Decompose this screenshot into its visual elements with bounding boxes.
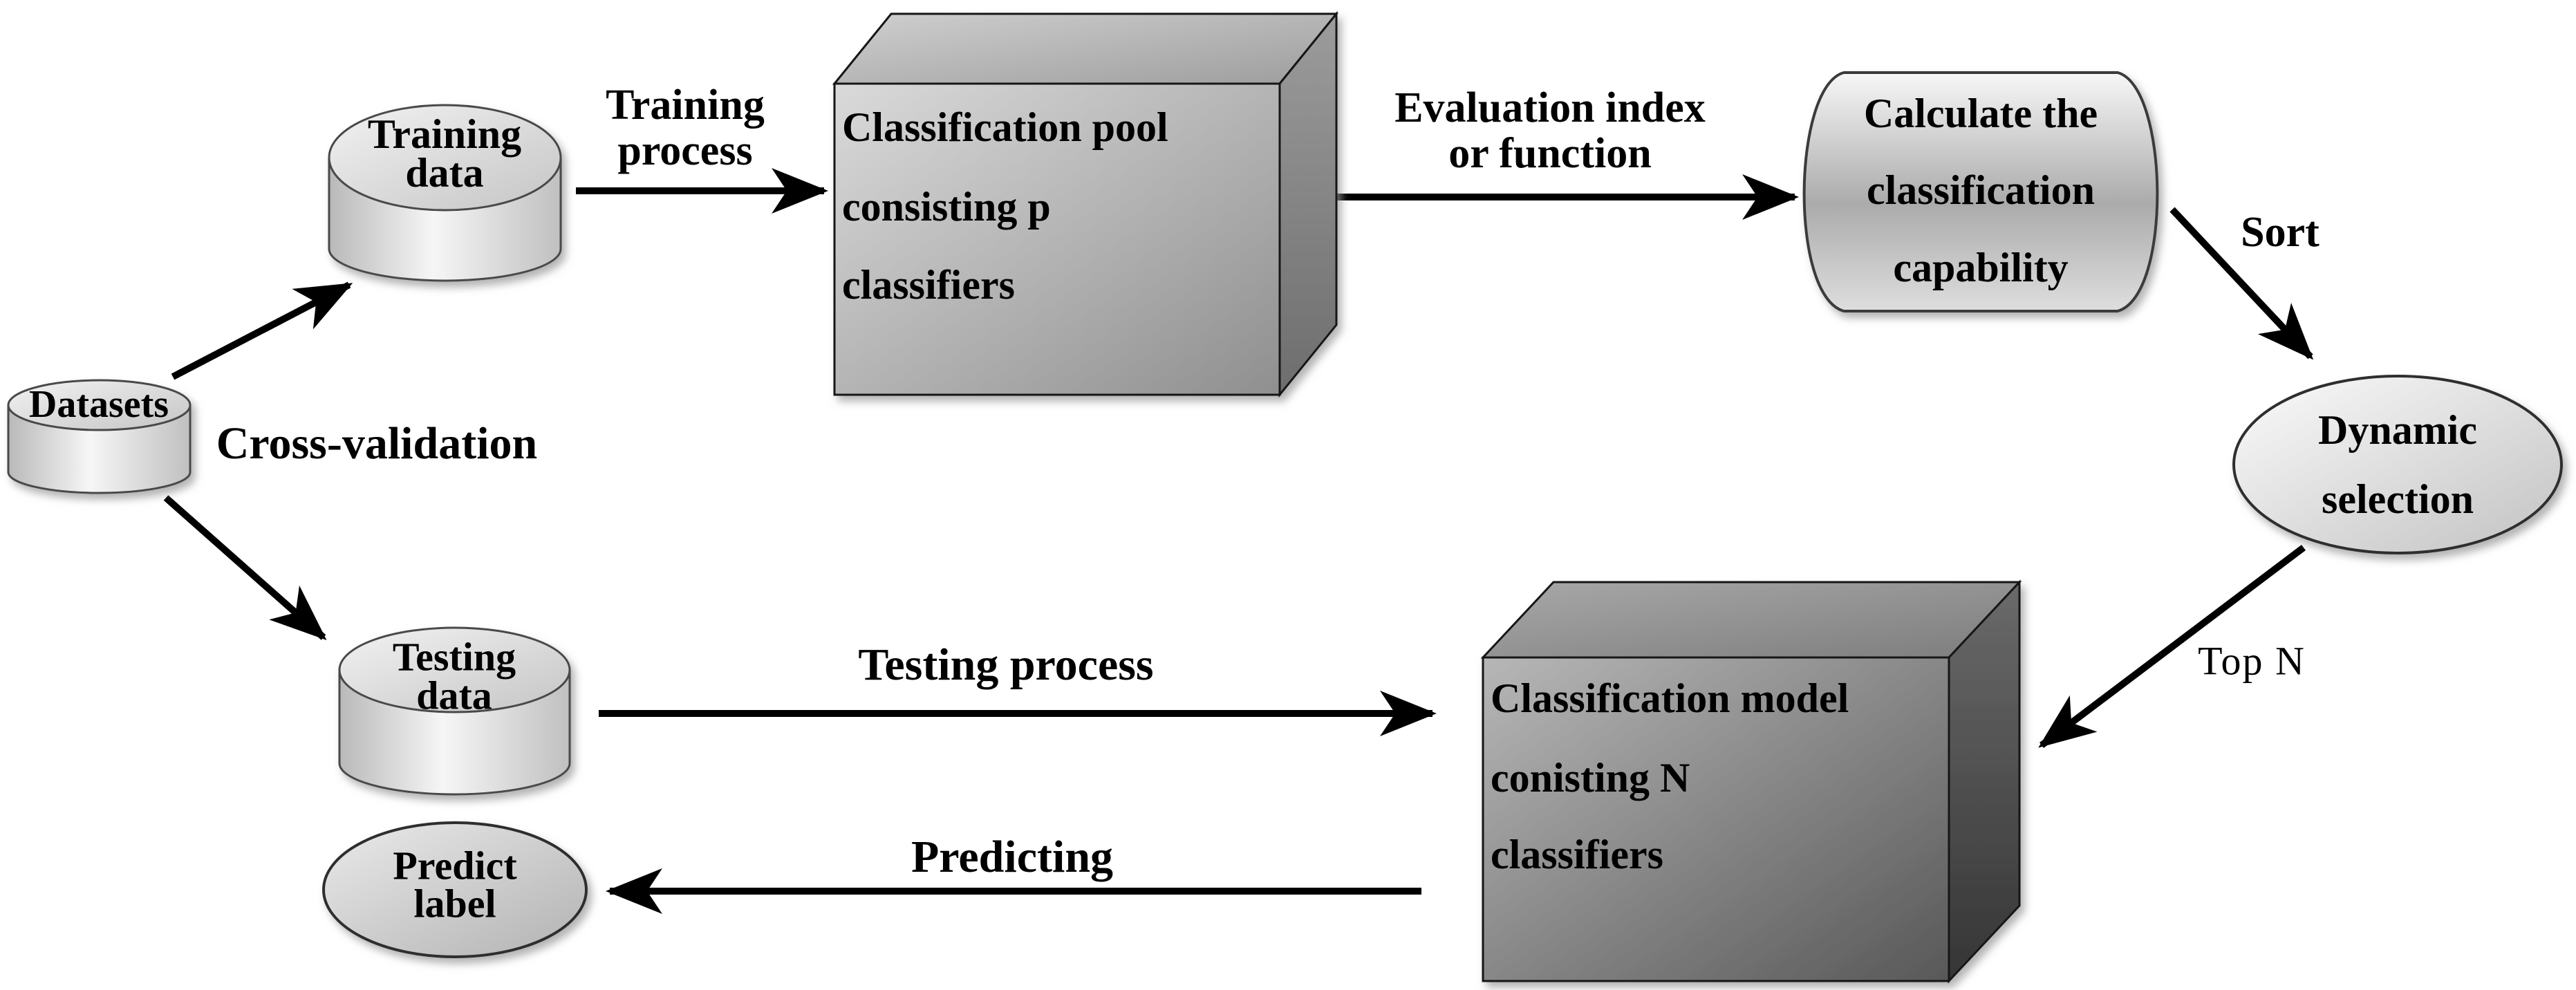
predict-label-line2: label <box>413 881 496 926</box>
calculate-capability-line1: Calculate the <box>1864 91 2098 136</box>
classification-pool-box-front-face <box>833 82 1281 396</box>
predict-label-shape <box>322 821 588 958</box>
arrow-datasets-to-training <box>171 281 353 380</box>
classification-model-box-top-face <box>1480 581 2022 659</box>
dynamic-selection-line1: Dynamic <box>2318 407 2477 453</box>
calculate-capability-line2: classification <box>1867 167 2095 213</box>
training-process-label-line1: Training <box>606 82 765 129</box>
arrow-top-n <box>2038 545 2306 748</box>
testing-data-label-line1: Testing <box>393 634 516 679</box>
classification-model-line1: Classification model <box>1491 675 1849 721</box>
predict-label-ellipse: Predict label <box>322 821 588 958</box>
testing-process-label: Testing process <box>858 639 1153 690</box>
testing-data-cylinder: Testing data <box>338 626 571 796</box>
dynamic-selection-ellipse: Dynamic selection <box>2232 375 2563 554</box>
classification-pool-line3: classifiers <box>842 262 1015 308</box>
cross-validation-label: Cross-validation <box>216 418 538 469</box>
testing-data-cylinder-top <box>338 626 571 713</box>
evaluation-label-line1: Evaluation index <box>1394 84 1706 131</box>
predicting-label: Predicting <box>911 832 1113 882</box>
training-process-label-line2: process <box>617 127 752 174</box>
top-n-label: Top N <box>2198 638 2306 683</box>
training-data-cylinder-top <box>328 104 562 212</box>
predict-label-line1: Predict <box>393 843 517 888</box>
classification-pool-line1: Classification pool <box>842 104 1168 150</box>
calculate-capability-shape <box>1802 71 2159 312</box>
classification-pool-box-top-face <box>832 12 1339 85</box>
classification-model-line2: conisting N <box>1491 755 1690 801</box>
arrow-datasets-to-testing <box>163 495 327 640</box>
training-data-cylinder: Training data <box>328 104 562 282</box>
classification-model-line3: classifiers <box>1491 832 1663 877</box>
classification-model-box-front-face <box>1482 656 1950 982</box>
evaluation-label-line2: or function <box>1448 130 1651 177</box>
datasets-cylinder-top <box>7 379 192 431</box>
classification-pool-box: Classification pool consisting p classif… <box>832 10 1339 398</box>
datasets-cylinder: Datasets <box>7 379 192 494</box>
classification-model-box: Classification model conisting N classif… <box>1480 579 2022 984</box>
dynamic-selection-shape <box>2232 375 2563 554</box>
edge-labels: Cross-validation Training process Evalua… <box>216 82 2320 882</box>
arrow-sort <box>2169 207 2314 360</box>
training-data-label-line2: data <box>405 150 483 196</box>
testing-data-label-line2: data <box>416 673 492 718</box>
edges <box>163 168 2314 914</box>
training-data-label-line1: Training <box>368 111 521 157</box>
classification-pool-line2: consisting p <box>842 184 1051 230</box>
sort-label: Sort <box>2241 209 2320 256</box>
calculate-capability-panel: Calculate the classification capability <box>1802 71 2159 312</box>
dynamic-selection-line2: selection <box>2322 476 2474 522</box>
calculate-capability-line3: capability <box>1893 245 2068 290</box>
datasets-label: Datasets <box>29 383 169 426</box>
